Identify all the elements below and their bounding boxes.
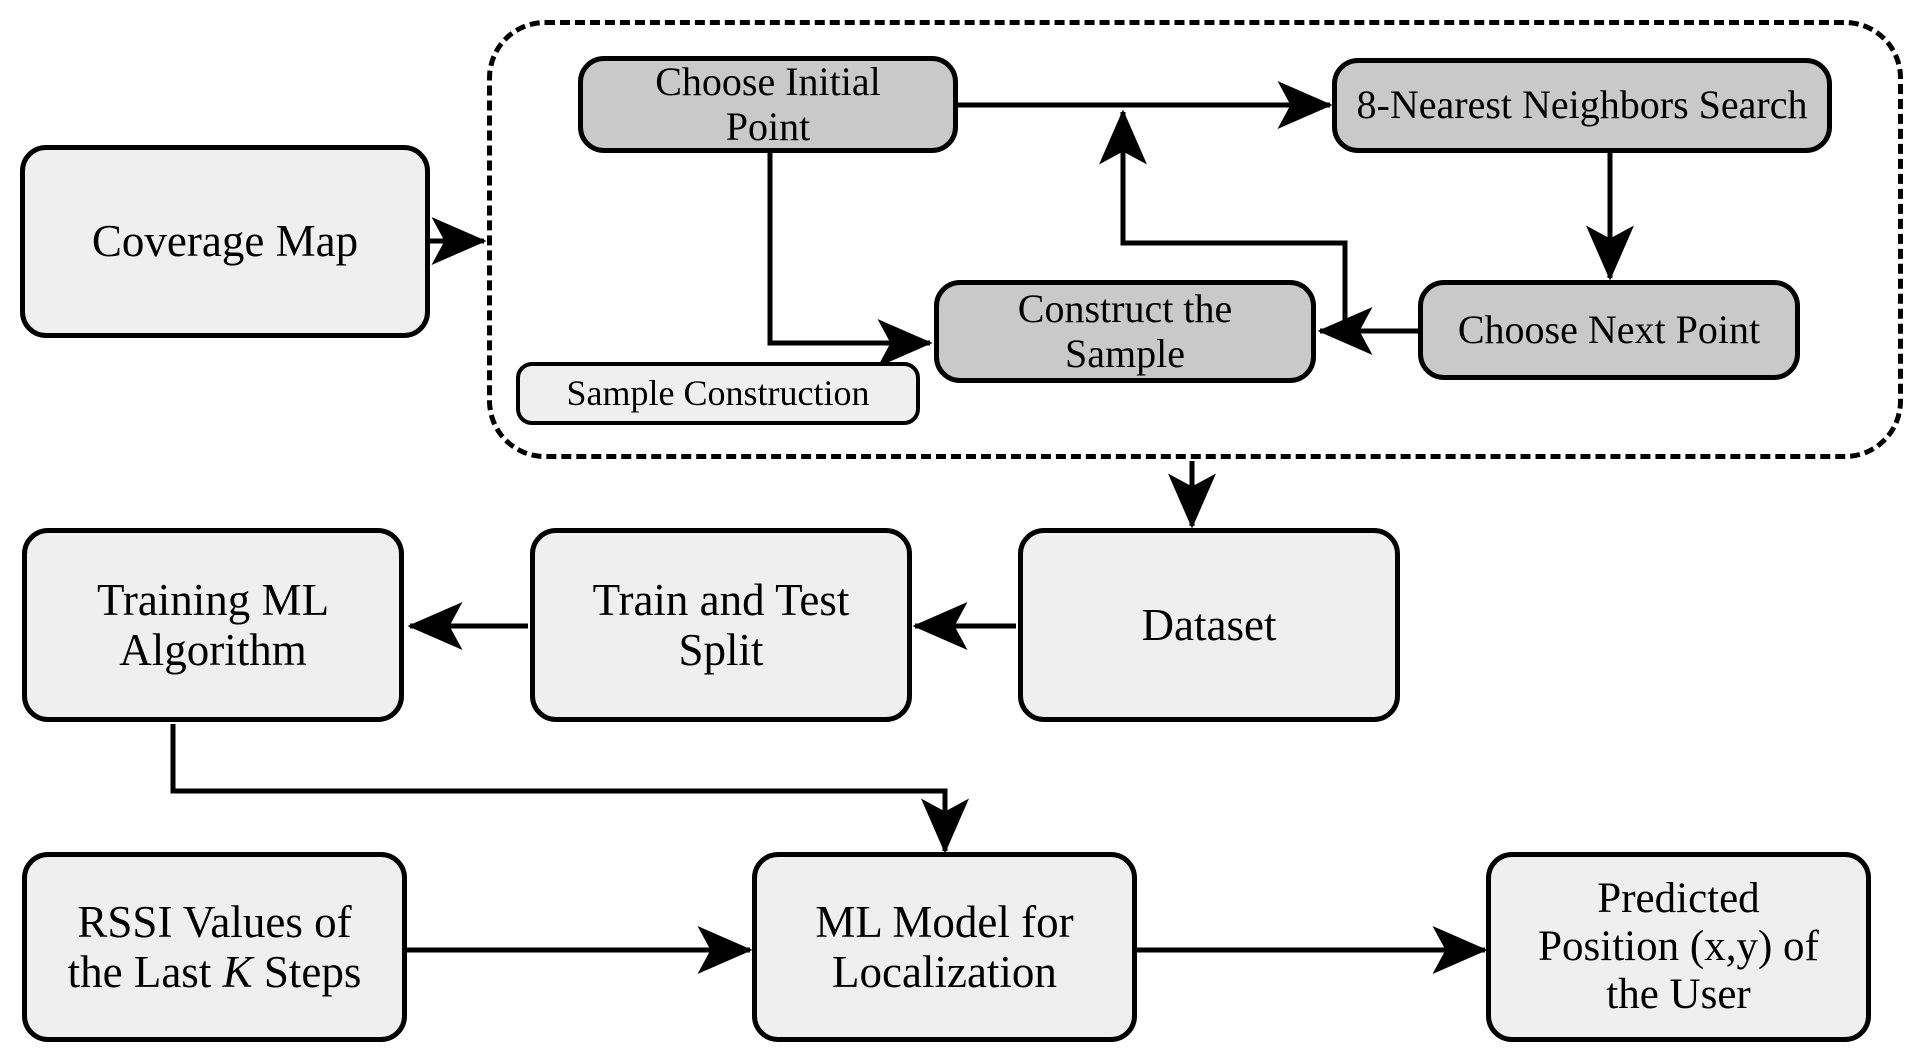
node-rssi-values-line2-prefix: the Last bbox=[67, 947, 223, 997]
sample-construction-group-container bbox=[487, 20, 1903, 459]
node-train-and-test-split-label: Train and Test Split bbox=[593, 575, 850, 676]
node-predicted-position-line3: the User bbox=[1606, 971, 1751, 1019]
node-construct-the-sample[interactable]: Construct the Sample bbox=[934, 280, 1316, 383]
node-train-and-test-split-line2: Split bbox=[678, 625, 764, 675]
node-sample-construction-label-box[interactable]: Sample Construction bbox=[516, 362, 920, 425]
node-predicted-position[interactable]: Predicted Position (x,y) of the User bbox=[1486, 852, 1871, 1042]
node-coverage-map-label: Coverage Map bbox=[91, 216, 359, 267]
node-choose-initial-point-line2: Point bbox=[725, 103, 811, 149]
node-construct-the-sample-line2: Sample bbox=[1065, 330, 1185, 376]
node-choose-initial-point[interactable]: Choose Initial Point bbox=[578, 56, 958, 153]
node-ml-model-for-localization-label: ML Model for Localization bbox=[815, 897, 1073, 998]
node-choose-next-point-label: Choose Next Point bbox=[1457, 306, 1761, 352]
node-nearest-neighbors-search-label: 8-Nearest Neighbors Search bbox=[1356, 82, 1808, 128]
node-sample-construction-label: Sample Construction bbox=[566, 373, 870, 414]
node-dataset[interactable]: Dataset bbox=[1018, 528, 1400, 722]
node-ml-model-for-localization[interactable]: ML Model for Localization bbox=[752, 852, 1137, 1042]
node-training-ml-algorithm-line1: Training ML bbox=[96, 574, 330, 625]
node-predicted-position-line2: Position (x,y) of bbox=[1538, 922, 1819, 970]
node-predicted-position-line1: Predicted bbox=[1597, 874, 1760, 922]
node-rssi-values-label: RSSI Values of the Last K Steps bbox=[68, 897, 362, 998]
node-training-ml-algorithm-label: Training ML Algorithm bbox=[97, 575, 329, 676]
node-coverage-map[interactable]: Coverage Map bbox=[20, 145, 430, 338]
node-rssi-values-k-symbol: K bbox=[222, 947, 253, 997]
node-construct-the-sample-line1: Construct the bbox=[1017, 285, 1233, 331]
node-training-ml-algorithm-line2: Algorithm bbox=[119, 625, 307, 675]
node-training-ml-algorithm[interactable]: Training ML Algorithm bbox=[22, 528, 404, 722]
node-choose-initial-point-line1: Choose Initial bbox=[655, 58, 881, 104]
node-predicted-position-label: Predicted Position (x,y) of the User bbox=[1538, 875, 1819, 1019]
node-rssi-values[interactable]: RSSI Values of the Last K Steps bbox=[22, 852, 407, 1042]
node-choose-initial-point-label: Choose Initial Point bbox=[655, 58, 881, 150]
node-train-and-test-split[interactable]: Train and Test Split bbox=[530, 528, 912, 722]
node-rssi-values-line1: RSSI Values of bbox=[77, 896, 352, 947]
node-rssi-values-line2-suffix: Steps bbox=[252, 947, 362, 997]
node-train-and-test-split-line1: Train and Test bbox=[592, 574, 850, 625]
edge-training-ml-to-ml-model bbox=[170, 724, 969, 854]
node-choose-next-point[interactable]: Choose Next Point bbox=[1418, 280, 1800, 380]
node-dataset-label: Dataset bbox=[1141, 599, 1277, 650]
node-construct-the-sample-label: Construct the Sample bbox=[1017, 285, 1233, 377]
node-ml-model-line2: Localization bbox=[832, 947, 1057, 997]
node-nearest-neighbors-search[interactable]: 8-Nearest Neighbors Search bbox=[1332, 58, 1832, 153]
node-ml-model-line1: ML Model for bbox=[815, 896, 1074, 947]
